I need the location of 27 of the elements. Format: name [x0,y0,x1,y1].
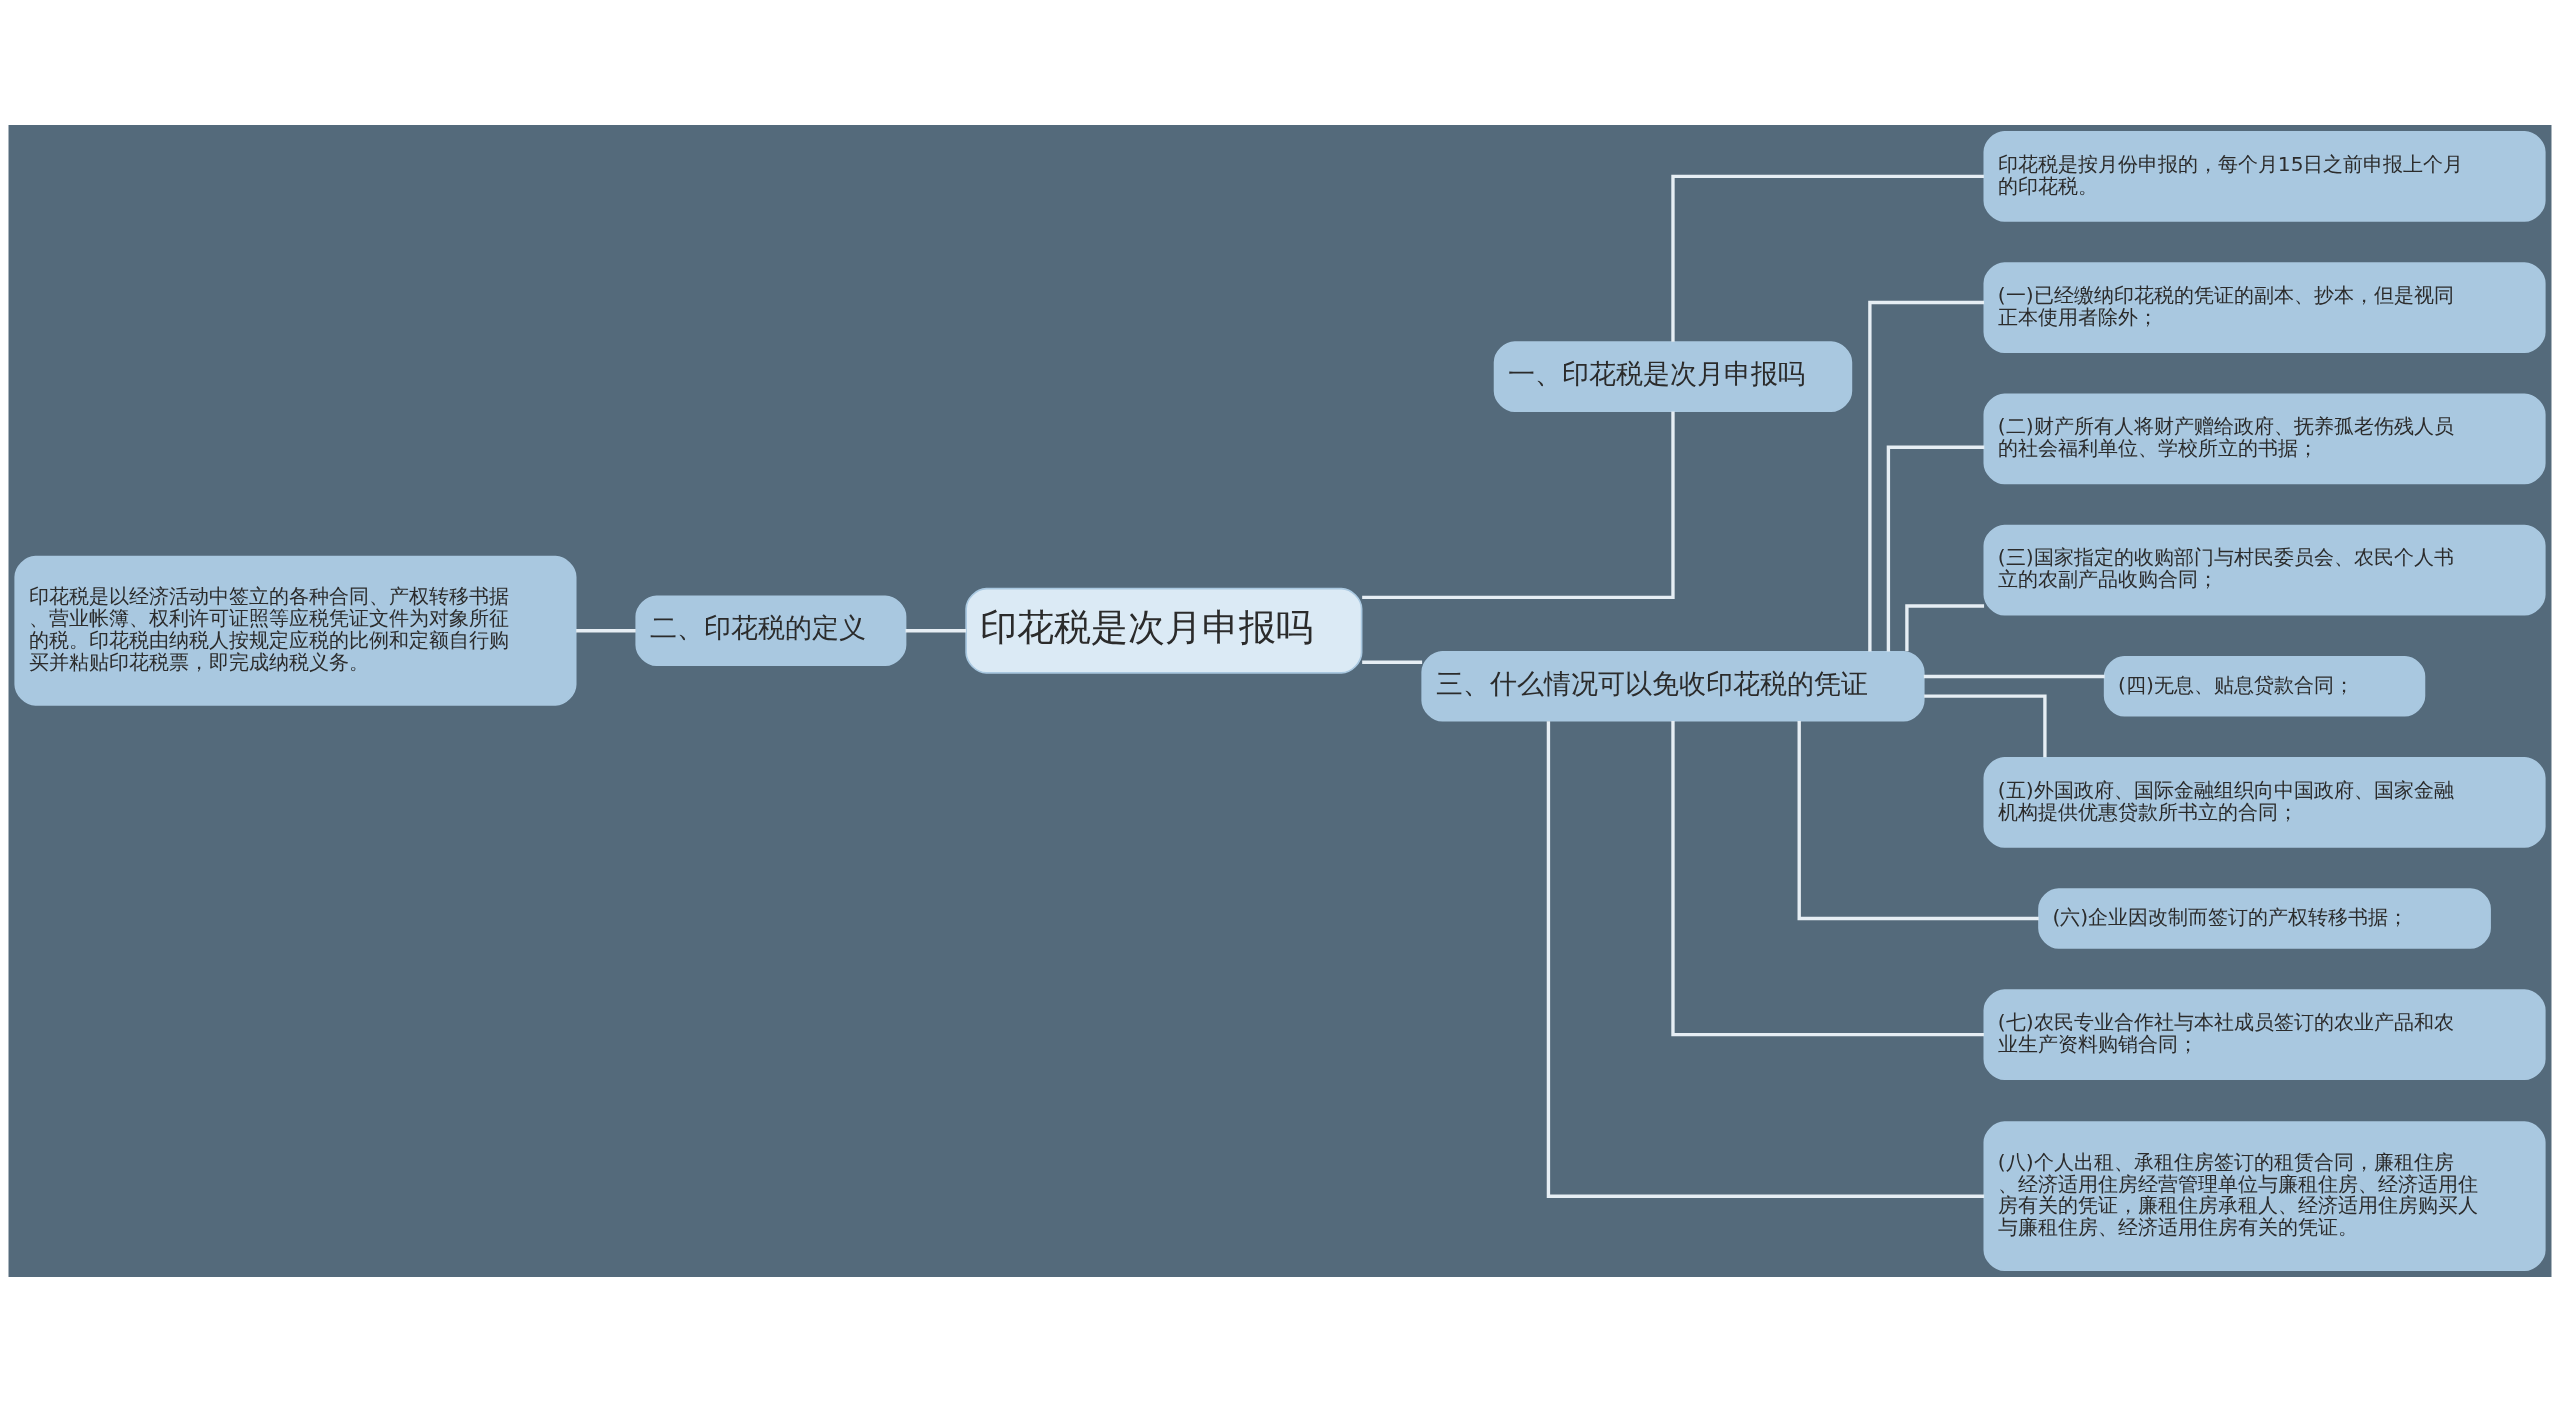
node-box: (六)企业因改制而签订的产权转移书据； [2038,888,2491,949]
connector [1362,660,1423,664]
node-box: 一、印花税是次月申报吗 [1493,341,1853,412]
connector [1362,411,1675,600]
connector [576,629,636,633]
connector [1546,721,1985,1198]
node-box: 三、什么情况可以免收印花税的凭证 [1421,650,1925,722]
connector [1671,174,1984,342]
connector [1905,604,1985,652]
connector [1797,721,2039,921]
node-box: 二、印花税的定义 [635,595,907,667]
node-box: (三)国家指定的收购部门与村民委员会、农民个人书立的农副产品收购合同； [1983,524,2546,616]
node-box: 印花税是以经济活动中签立的各种合同、产权转移书据、营业帐簿、权利许可证照等应税凭证文件为对象所征的税。印花税由纳税人按规定应税的比例和定额自行购买并粘贴印花税票，即完成纳税义务。 [14,555,577,706]
connector [1868,300,1985,652]
node-box: (五)外国政府、国际金融组织向中国政府、国家金融机构提供优惠贷款所书立的合同； [1983,756,2546,848]
connector [905,629,967,633]
node-box: (二)财产所有人将财产赠给政府、抚养孤老伤残人员的社会福利单位、学校所立的书据； [1983,393,2546,485]
node-box: 印花税是次月申报吗 [965,587,1363,674]
connector [1886,445,1985,652]
node-box: (八)个人出租、承租住房签订的租赁合同，廉租住房、经济适用住房经营管理单位与廉租住房、经济适用住房有关的凭证，廉租住房承租人、经济适用住房购买人与廉租住房、经济适用住房有关的凭证。 [1983,1121,2546,1272]
node-box: (一)已经缴纳印花税的凭证的副本、抄本，但是视同正本使用者除外； [1983,262,2546,354]
connector [1924,694,2047,758]
connector [1671,720,1984,1037]
node-box: (四)无息、贴息贷款合同； [2103,656,2426,717]
node-box: (七)农民专业合作社与本社成员签订的农业产品和农业生产资料购销合同； [1983,989,2546,1081]
connector [1923,674,2105,679]
node-box: 印花税是按月份申报的，每个月15日之前申报上个月的印花税。 [1983,130,2546,222]
